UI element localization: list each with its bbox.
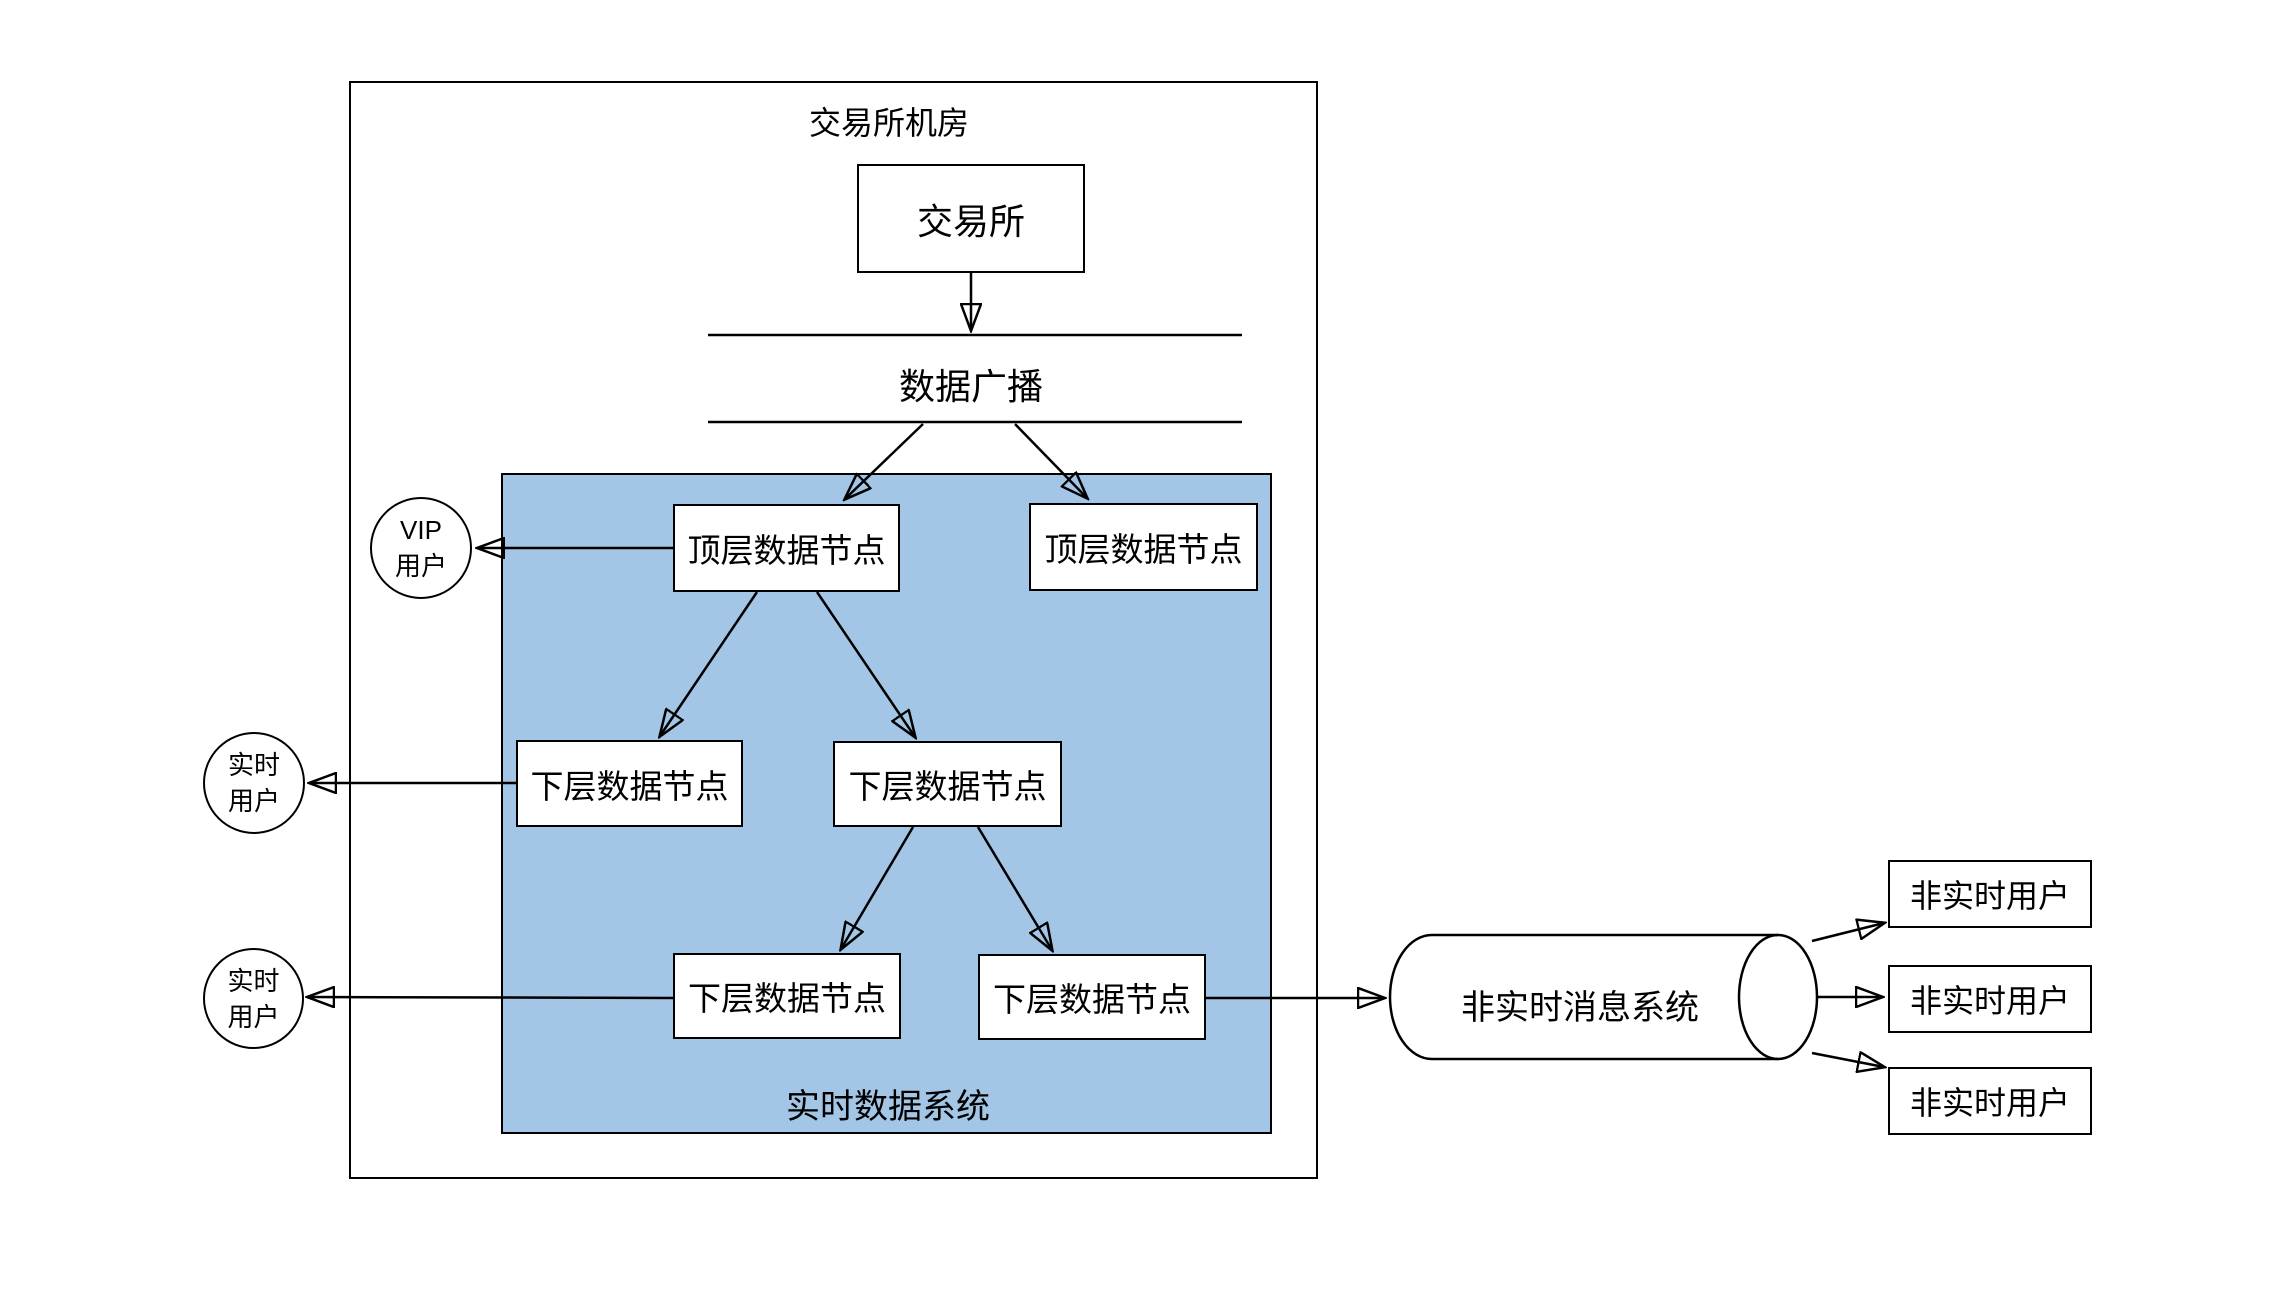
data-broadcast-label: 数据广播 — [898, 366, 1043, 407]
lower-data-node-bottom-left: 下层数据节点 — [673, 953, 901, 1039]
realtime-user-2-line2: 用户 — [227, 1001, 280, 1032]
realtime-user-circle-2: 实时 用户 — [203, 948, 304, 1049]
non-realtime-user-box-3: 非实时用户 — [1888, 1067, 2092, 1135]
top-data-node-right: 顶层数据节点 — [1029, 503, 1258, 591]
lower-data-node-bottom-right: 下层数据节点 — [978, 954, 1206, 1040]
top-data-node-left: 顶层数据节点 — [673, 504, 900, 592]
arrow-messagesystem-to-nru1 — [1811, 923, 1884, 943]
exchange-machine-room-title: 交易所机房 — [808, 105, 969, 141]
vip-user-circle: VIP 用户 — [370, 497, 472, 599]
vip-user-line1: VIP — [400, 515, 442, 545]
lower-data-node-mid-left: 下层数据节点 — [516, 740, 743, 827]
vip-user-line2: 用户 — [394, 551, 447, 581]
realtime-user-1-line2: 用户 — [227, 786, 280, 816]
message-system-cylinder-end-arc — [1737, 933, 1779, 1061]
exchange-machine-room-box — [349, 81, 1318, 1179]
arrow-messagesystem-to-nru3 — [1811, 1053, 1884, 1067]
non-realtime-user-box-2: 非实时用户 — [1888, 965, 2092, 1033]
realtime-user-1-line1: 实时 — [227, 750, 280, 780]
exchange-node: 交易所 — [857, 164, 1085, 273]
realtime-user-2-line1: 实时 — [227, 965, 280, 996]
realtime-data-system-label: 实时数据系统 — [786, 1088, 990, 1126]
non-realtime-user-box-1: 非实时用户 — [1888, 860, 2092, 928]
realtime-user-circle-1: 实时 用户 — [203, 732, 305, 834]
lower-data-node-mid-center: 下层数据节点 — [833, 741, 1062, 827]
message-system-label: 非实时消息系统 — [1461, 989, 1699, 1027]
